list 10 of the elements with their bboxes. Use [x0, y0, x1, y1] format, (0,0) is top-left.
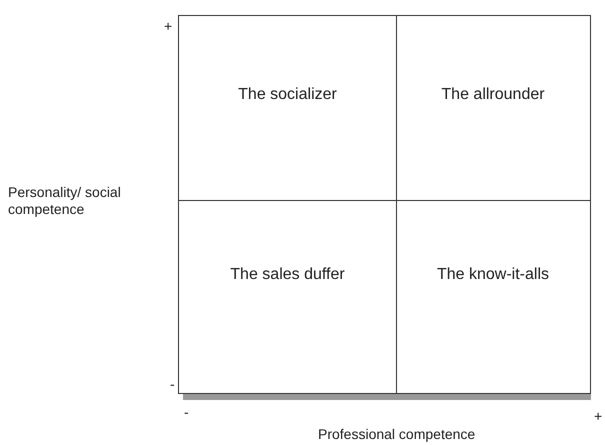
- axis-title: Personality/ social competence: [8, 184, 122, 218]
- axis-sign: -: [184, 404, 189, 421]
- axis-sign: -: [170, 376, 175, 393]
- matrix-quadrant: The know-it-alls: [396, 200, 591, 394]
- axis-sign: +: [164, 18, 172, 35]
- matrix-quadrant: The allrounder: [396, 15, 591, 201]
- axis-title: Professional competence: [318, 426, 476, 443]
- matrix-quadrant: The socializer: [178, 15, 397, 201]
- matrix-quadrant: The sales duffer: [178, 200, 397, 394]
- axis-sign: +: [594, 408, 602, 425]
